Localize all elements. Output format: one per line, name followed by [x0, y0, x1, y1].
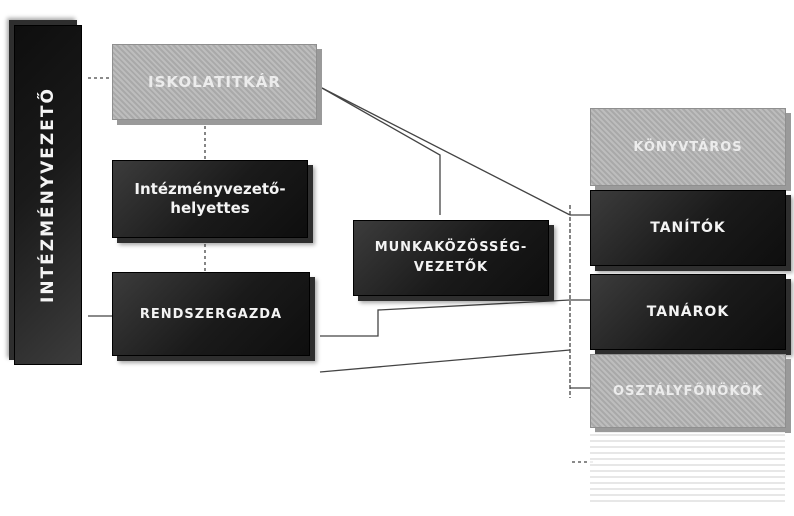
node-munkakozosseg-vezetok: MUNKAKÖZÖSSÉG-VEZETŐK — [353, 220, 549, 296]
node-konyvtaros: KÖNYVTÁROS — [590, 108, 786, 186]
node-iskolatitkar: ISKOLATITKÁR — [112, 44, 317, 120]
node-tanarok: TANÁROK — [590, 274, 786, 350]
faded-scan-artifact — [590, 432, 785, 502]
node-intezmenyvezeto-helyettes: Intézményvezető-helyettes — [112, 160, 308, 238]
node-intezmenyvezeto: INTÉZMÉNYVEZETŐ — [14, 25, 82, 365]
node-osztalyfonokok: OSZTÁLYFŐNÖKÖK — [590, 354, 786, 428]
node-tanitok: TANÍTÓK — [590, 190, 786, 266]
node-rendszergazda: RENDSZERGAZDA — [112, 272, 310, 356]
